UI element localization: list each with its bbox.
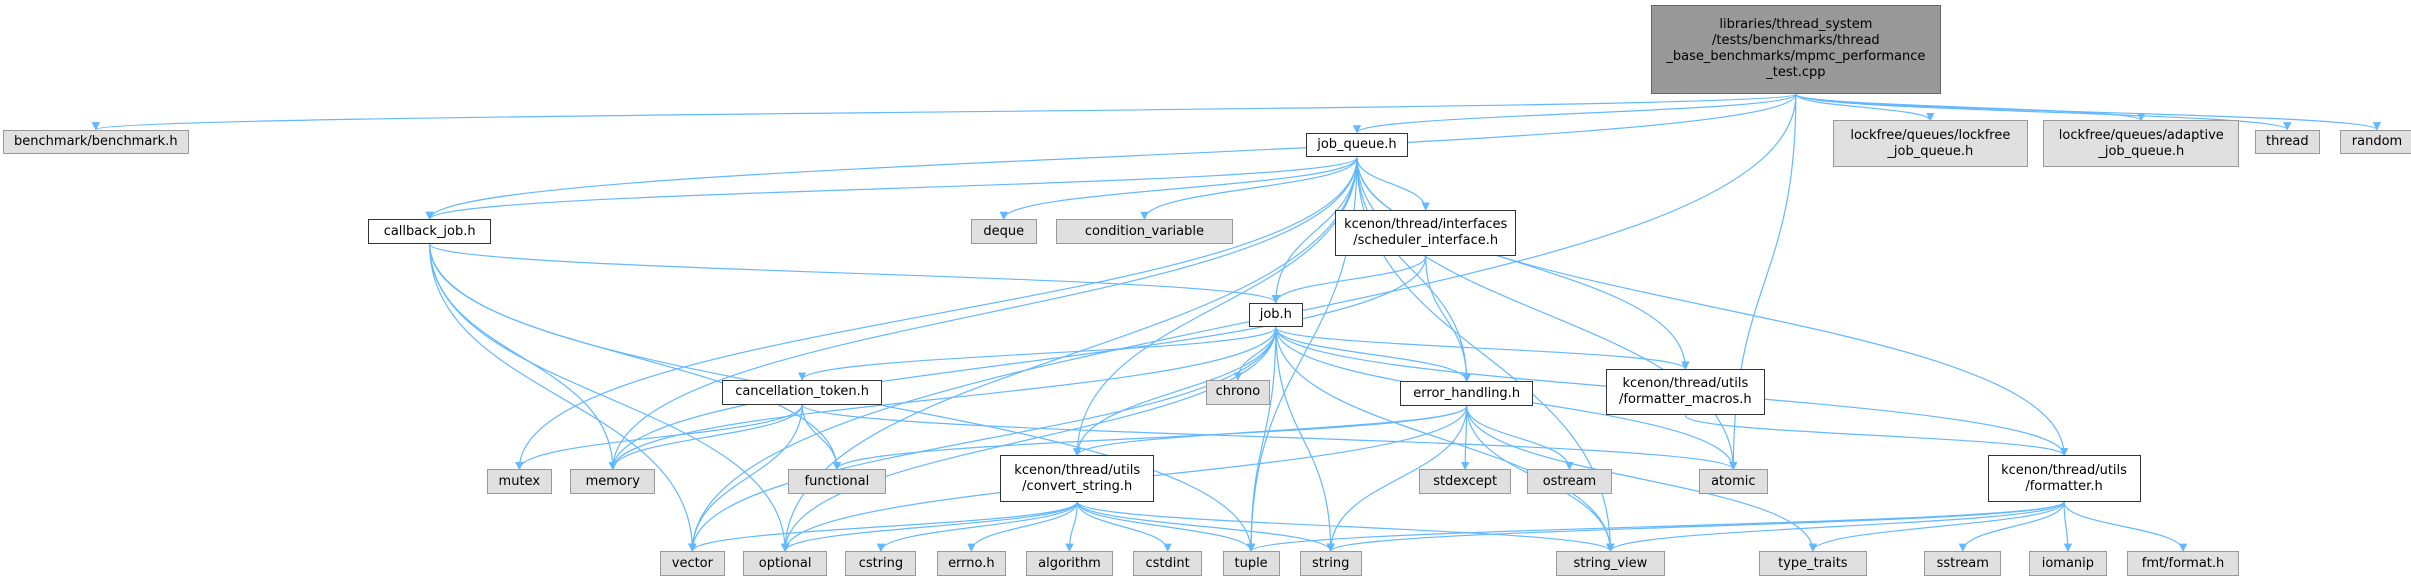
edge-job_queue-to-condition_variable xyxy=(1140,157,1358,221)
edge-root-to-adaptive_queue xyxy=(1795,93,2146,122)
edge-job_queue-to-mutex xyxy=(515,157,1358,471)
node-convert-string-h[interactable]: kcenon/thread/utils /convert_string.h xyxy=(999,455,1155,502)
edge-formatter-to-tuple xyxy=(1247,501,2065,553)
edge-convert_string-to-tuple xyxy=(1076,501,1256,553)
node-atomic: atomic xyxy=(1698,469,1769,495)
edge-callback_job-to-vector xyxy=(429,243,697,553)
edge-job-to-cancellation xyxy=(798,326,1277,381)
edge-convert_string-to-errno xyxy=(967,501,1078,553)
edge-scheduler-to-error_handling xyxy=(1425,256,1471,383)
node-ostream: ostream xyxy=(1526,469,1612,495)
edge-callback_job-to-job xyxy=(429,243,1280,304)
edge-cancellation-to-vector xyxy=(688,404,803,553)
node-algorithm: algorithm xyxy=(1026,551,1113,576)
node-chrono: chrono xyxy=(1205,379,1271,405)
edge-convert_string-to-algorithm xyxy=(1065,501,1078,553)
node-error-handling-h[interactable]: error_handling.h xyxy=(1400,381,1534,407)
edge-formatter-to-sstream xyxy=(1958,501,2065,553)
node-sstream: sstream xyxy=(1924,551,2002,576)
edge-scheduler-to-memory xyxy=(608,256,1427,471)
node-lockfree-job-queue-h: lockfree/queues/lockfree _job_queue.h xyxy=(1832,120,2028,167)
node-mutex: mutex xyxy=(486,469,552,495)
edge-formatter_macros-to-formatter xyxy=(1684,414,2069,457)
edge-formatter-to-string xyxy=(1326,501,2065,553)
edge-cancellation-to-functional xyxy=(801,404,842,471)
node-vector: vector xyxy=(659,551,725,576)
node-random: random xyxy=(2339,129,2411,155)
edge-convert_string-to-cstring xyxy=(876,501,1078,553)
edge-convert_string-to-string_view xyxy=(1076,501,1615,553)
edge-formatter-to-fmt_format xyxy=(2063,501,2188,553)
node-functional: functional xyxy=(788,469,886,495)
edge-root-to-job_queue xyxy=(1352,93,1797,134)
edge-error_handling-to-functional xyxy=(832,405,1468,471)
edge-root-to-callback_job xyxy=(425,94,1797,221)
node-deque: deque xyxy=(970,219,1038,244)
edge-job_queue-to-deque xyxy=(999,157,1358,221)
edge-job-to-tuple xyxy=(1246,327,1277,553)
node-cancellation-token-h[interactable]: cancellation_token.h xyxy=(721,379,883,405)
edge-cancellation-to-mutex xyxy=(515,404,803,471)
edge-error_handling-to-type_traits xyxy=(1466,406,1818,553)
node-cstdint: cstdint xyxy=(1132,551,1203,576)
node-fmt-format-h: fmt/format.h xyxy=(2126,551,2240,576)
edge-scheduler-to-job xyxy=(1271,256,1427,304)
edge-job-to-string xyxy=(1275,327,1335,553)
node-job-queue-h[interactable]: job_queue.h xyxy=(1305,132,1408,158)
node-stdexcept: stdexcept xyxy=(1418,469,1512,495)
node-job-h[interactable]: job.h xyxy=(1248,302,1303,328)
node-callback-job-h[interactable]: callback_job.h xyxy=(367,219,492,244)
node-tuple: tuple xyxy=(1222,551,1280,576)
edge-job-to-optional xyxy=(780,327,1277,553)
edge-job_queue-to-callback_job xyxy=(425,156,1358,221)
node-scheduler-interface-h[interactable]: kcenon/thread/interfaces /scheduler_inte… xyxy=(1335,209,1517,257)
edge-callback_job-to-memory xyxy=(429,243,617,471)
node-errno-h: errno.h xyxy=(936,551,1007,576)
edge-convert_string-to-string xyxy=(1076,501,1335,553)
edge-job_queue-to-convert_string xyxy=(1073,157,1358,457)
node-root-file: libraries/thread_system /tests/benchmark… xyxy=(1650,4,1942,95)
edge-root-to-benchmark xyxy=(92,93,1797,131)
edge-root-to-random xyxy=(1795,93,2381,131)
node-string: string xyxy=(1299,551,1362,576)
node-cstring: cstring xyxy=(845,551,917,576)
node-type-traits: type_traits xyxy=(1758,551,1867,576)
edge-job_queue-to-atomic xyxy=(1356,157,1738,471)
node-formatter-h[interactable]: kcenon/thread/utils /formatter.h xyxy=(1987,455,2141,502)
edge-root-to-lf_job_queue xyxy=(1795,93,1935,122)
node-adaptive-job-queue-h: lockfree/queues/adaptive _job_queue.h xyxy=(2043,120,2240,167)
edge-formatter-to-iomanip xyxy=(2063,501,2073,553)
node-formatter-macros-h[interactable]: kcenon/thread/utils /formatter_macros.h xyxy=(1605,369,1765,416)
edge-formatter-to-type_traits xyxy=(1808,501,2065,553)
node-thread: thread xyxy=(2254,129,2320,155)
node-condition-variable: condition_variable xyxy=(1055,219,1234,244)
edge-job-to-memory xyxy=(608,327,1277,471)
edge-cancellation-to-memory xyxy=(608,404,803,471)
edge-job_queue-to-error_handling xyxy=(1356,157,1471,383)
edge-formatter-to-string_view xyxy=(1606,501,2065,553)
edge-job-to-string_view xyxy=(1275,327,1615,553)
node-optional: optional xyxy=(743,551,827,576)
edge-job-to-formatter_macros xyxy=(1275,326,1690,370)
node-string-view: string_view xyxy=(1556,551,1665,576)
node-memory: memory xyxy=(570,469,656,495)
edge-callback_job-to-functional xyxy=(429,243,842,471)
edge-convert_string-to-optional xyxy=(781,501,1078,553)
edge-convert_string-to-vector xyxy=(688,501,1078,553)
edge-error_handling-to-ostream xyxy=(1466,406,1574,471)
edge-cancellation-to-atomic xyxy=(801,404,1738,471)
node-benchmark-h: benchmark/benchmark.h xyxy=(3,129,189,155)
node-iomanip: iomanip xyxy=(2029,551,2107,576)
edge-root-to-vector xyxy=(688,94,1797,553)
edge-convert_string-to-cstdint xyxy=(1076,501,1172,553)
edge-job-to-vector xyxy=(688,327,1277,553)
edge-job-to-convert_string xyxy=(1073,327,1277,457)
edge-job_queue-to-memory xyxy=(608,157,1358,471)
edge-job_queue-to-scheduler xyxy=(1356,157,1430,211)
